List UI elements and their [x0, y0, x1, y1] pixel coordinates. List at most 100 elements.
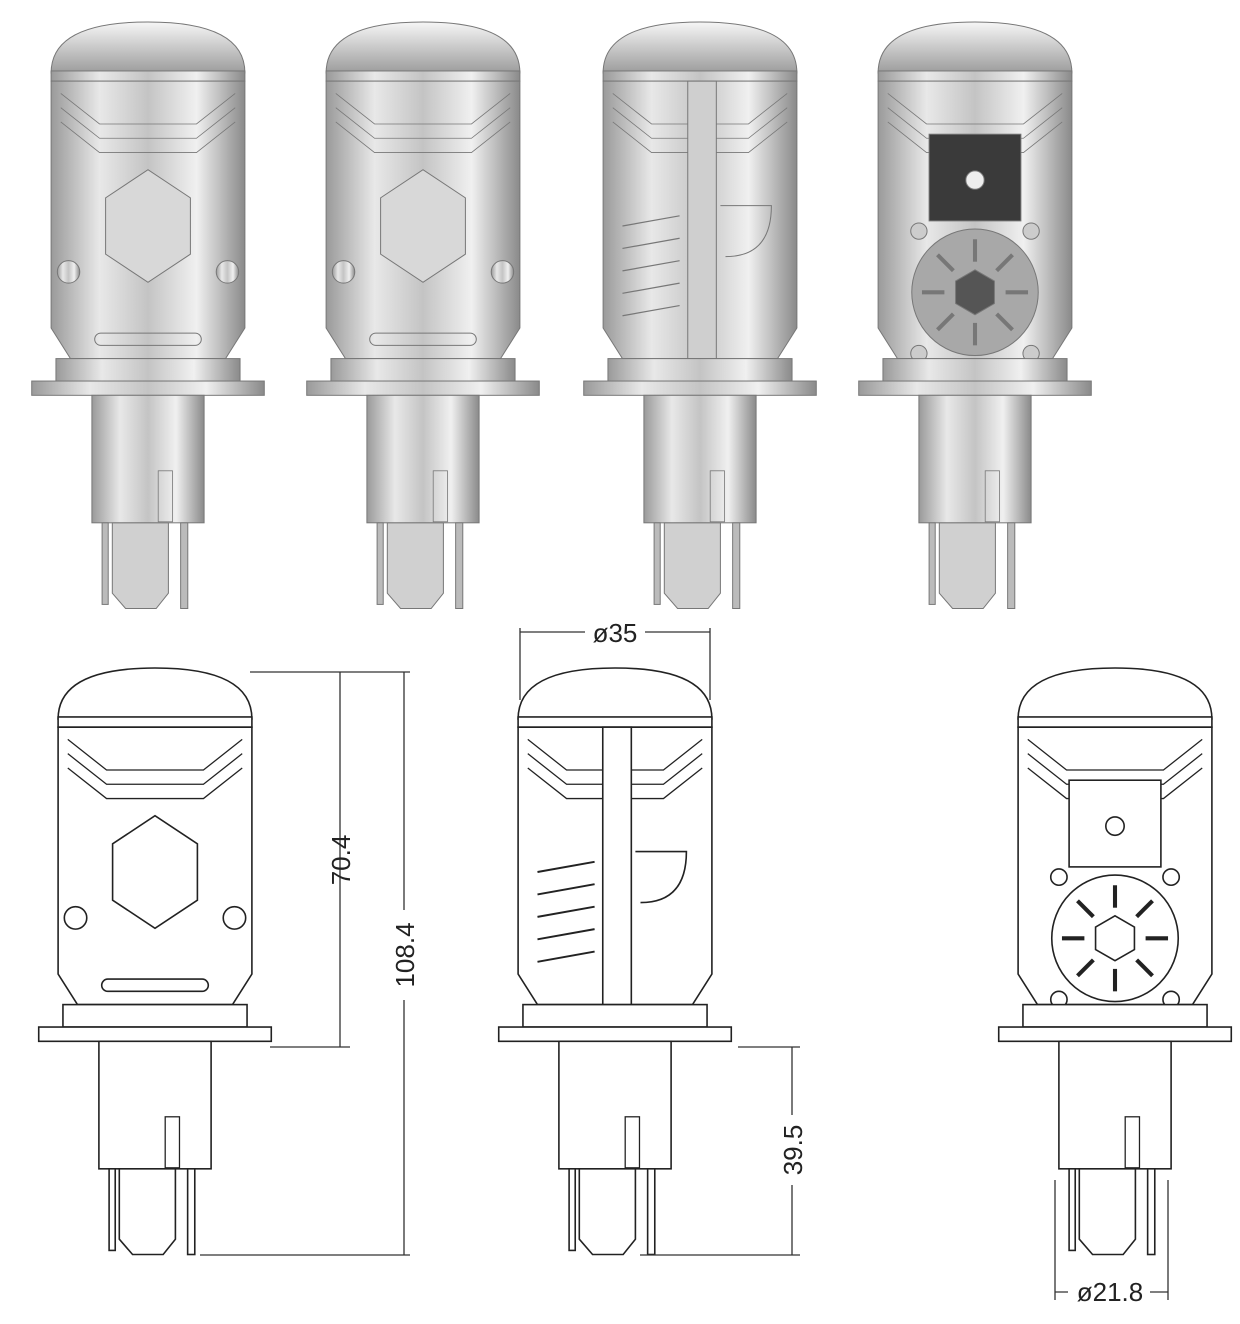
heatsink-fin	[537, 950, 595, 963]
heatsink-fin	[622, 237, 680, 250]
render-front-angled	[306, 21, 540, 610]
fan-blade	[936, 253, 955, 273]
line-drawings	[37, 667, 1233, 1256]
base-cylinder	[1058, 1040, 1172, 1170]
base-clip	[1124, 1116, 1141, 1169]
fan-blade	[995, 312, 1014, 332]
dimension-label-39-5: 39.5	[778, 1125, 808, 1176]
terminal-prong	[663, 522, 721, 609]
screw-icon	[490, 260, 515, 284]
hexagon-lens	[380, 169, 466, 283]
reflector-cup	[635, 850, 688, 904]
base-cylinder	[366, 394, 480, 524]
lens-dome	[877, 21, 1073, 74]
collar	[330, 358, 516, 382]
mounting-flange	[31, 380, 265, 396]
chevron-line	[67, 738, 243, 771]
lens-dome	[57, 667, 253, 720]
lens-ring	[877, 70, 1073, 82]
render-views	[31, 21, 1092, 610]
chevron-line	[60, 93, 236, 125]
fan-hub	[955, 269, 995, 316]
lens-ring	[602, 70, 798, 82]
terminal-prong	[578, 1168, 637, 1256]
lens-ring	[50, 70, 246, 82]
collar	[882, 358, 1068, 382]
screw-icon	[1162, 868, 1181, 887]
lens-dome	[602, 21, 798, 74]
heatsink-fin	[622, 215, 680, 227]
mounting-flange	[306, 380, 540, 396]
screw-icon	[910, 222, 928, 240]
screw-icon	[56, 260, 81, 284]
heatsink-fin	[622, 260, 680, 272]
base-clip	[432, 470, 448, 523]
heatsink-fin	[622, 282, 680, 294]
terminal-pin	[646, 1168, 656, 1256]
screw-icon	[1049, 868, 1068, 887]
base-clip	[157, 470, 173, 523]
base-cylinder	[643, 394, 757, 524]
hexagon-lens	[105, 169, 191, 283]
screw-icon	[63, 905, 88, 930]
heatsink-fin	[622, 304, 680, 317]
chevron-line	[335, 121, 511, 153]
center-fin	[601, 726, 633, 1006]
terminal-pin	[1007, 522, 1016, 610]
lens-dome	[50, 21, 246, 74]
fan-blade	[1135, 958, 1154, 978]
chevron-line	[60, 107, 236, 139]
dimension-base-height: 39.5	[640, 1046, 808, 1256]
base-clip	[624, 1116, 641, 1169]
heatsink-fin	[537, 860, 595, 873]
terminal-pin	[1068, 1168, 1077, 1252]
terminal-prong	[938, 522, 996, 609]
collar	[1022, 1003, 1208, 1028]
chevron-line	[335, 93, 511, 125]
terminal-pin	[455, 522, 464, 610]
lens-ring	[1017, 716, 1213, 728]
dimension-label-70-4: 70.4	[326, 835, 356, 886]
base-clip	[709, 470, 725, 523]
terminal-pin	[101, 522, 109, 605]
dimension-label-35: ø35	[593, 618, 638, 648]
mounting-flange	[858, 380, 1092, 396]
render-front	[31, 21, 265, 610]
fan-blade	[1135, 899, 1154, 919]
terminal-pin	[376, 522, 384, 605]
render-back	[858, 21, 1092, 610]
led-chip	[965, 170, 985, 190]
drawing-side	[497, 667, 733, 1256]
hexagon-lens	[111, 814, 199, 930]
screw-icon	[222, 905, 247, 930]
dimension-label-108-4: 108.4	[390, 922, 420, 987]
terminal-pin	[568, 1168, 577, 1252]
base-cylinder	[918, 394, 1032, 524]
fan-hub	[1094, 914, 1136, 962]
dimension-lens-diameter: ø35	[519, 618, 711, 700]
mounting-flange	[997, 1026, 1233, 1043]
fan-blade	[1076, 958, 1095, 978]
dimension-total-height: 108.4	[200, 671, 420, 1256]
base-clip	[984, 470, 1000, 523]
terminal-prong	[386, 522, 444, 609]
dimension-label-21-8: ø21.8	[1077, 1277, 1144, 1307]
mounting-flange	[497, 1026, 733, 1043]
lens-ring	[517, 716, 713, 728]
base-cylinder	[91, 394, 205, 524]
lens-dome	[325, 21, 521, 74]
drawing-back	[997, 667, 1233, 1256]
render-side	[583, 21, 817, 610]
terminal-prong	[118, 1168, 177, 1256]
led-strip	[94, 332, 202, 346]
center-fin	[687, 80, 717, 360]
screw-icon	[331, 260, 356, 284]
screw-icon	[215, 260, 240, 284]
terminal-pin	[732, 522, 741, 610]
fan-blade	[1076, 899, 1095, 919]
lens-ring	[325, 70, 521, 82]
terminal-pin	[653, 522, 661, 605]
heatsink-fin	[537, 928, 595, 941]
dimension-body-height: 70.4	[250, 671, 356, 1048]
